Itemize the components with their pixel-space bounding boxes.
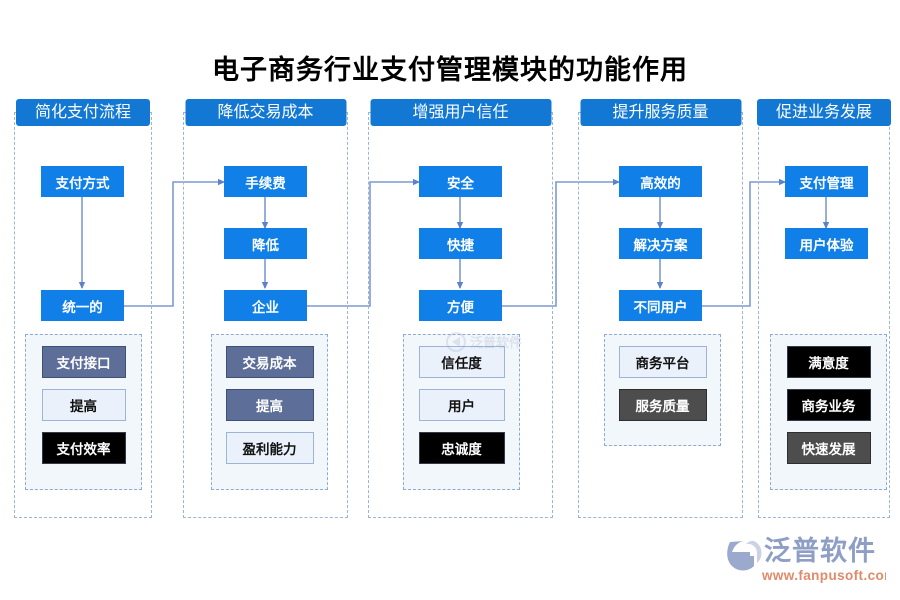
flow-box-col4-1[interactable]: 高效的 xyxy=(619,166,702,197)
tag-item[interactable]: 快速发展 xyxy=(786,432,871,464)
column-header: 促进业务发展 xyxy=(757,99,891,126)
tag-group-col3: 信任度 用户 忠诚度 xyxy=(403,334,520,490)
flow-box-col5-2[interactable]: 用户体验 xyxy=(785,228,868,259)
tag-group-col1: 支付接口 提高 支付效率 xyxy=(25,334,142,490)
flow-box-col4-3[interactable]: 不同用户 xyxy=(619,290,702,321)
tag-item[interactable]: 服务质量 xyxy=(618,389,707,421)
flow-box-col2-3[interactable]: 企业 xyxy=(224,290,307,321)
tag-item[interactable]: 提高 xyxy=(41,389,126,421)
flow-box-col1-2[interactable]: 统一的 xyxy=(41,290,124,321)
watermark-text: 泛普软件 xyxy=(470,335,522,350)
tag-group-col2: 交易成本 提高 盈利能力 xyxy=(211,334,328,490)
flow-box-col1-1[interactable]: 支付方式 xyxy=(41,166,124,197)
column-header: 提升服务质量 xyxy=(580,99,741,126)
column-reduce-transaction-cost: 降低交易成本 xyxy=(183,99,348,518)
tag-item[interactable]: 用户 xyxy=(418,389,505,421)
column-simplify-payment-flow: 简化支付流程 xyxy=(14,99,152,518)
brand-logo: 泛普软件 www.fanpusoft.com xyxy=(727,535,886,583)
logo-url: www.fanpusoft.com xyxy=(761,568,886,583)
tag-item[interactable]: 商务平台 xyxy=(618,346,707,378)
column-header: 降低交易成本 xyxy=(185,99,346,126)
column-header: 简化支付流程 xyxy=(16,99,150,126)
column-promote-business-development: 促进业务发展 xyxy=(757,99,891,518)
flow-box-col2-1[interactable]: 手续费 xyxy=(224,166,307,197)
tag-group-col5: 满意度 商务业务 快速发展 xyxy=(770,334,887,490)
tag-item[interactable]: 信任度 xyxy=(418,346,505,378)
tag-item[interactable]: 商务业务 xyxy=(786,389,871,421)
logo-swoosh-icon xyxy=(727,540,762,571)
page-title: 电子商务行业支付管理模块的功能作用 xyxy=(212,55,688,85)
flow-box-col2-2[interactable]: 降低 xyxy=(224,228,307,259)
column-header: 增强用户信任 xyxy=(370,99,551,126)
tag-item[interactable]: 提高 xyxy=(225,389,314,421)
tag-item[interactable]: 满意度 xyxy=(786,346,871,378)
flow-box-col5-1[interactable]: 支付管理 xyxy=(785,166,868,197)
tag-item[interactable]: 支付效率 xyxy=(41,432,126,464)
tag-item[interactable]: 盈利能力 xyxy=(225,432,314,464)
column-improve-service-quality: 提升服务质量 xyxy=(578,99,743,518)
tag-item[interactable]: 交易成本 xyxy=(225,346,314,378)
column-enhance-user-trust: 增强用户信任 xyxy=(368,99,553,518)
watermark-logo: 泛普软件 xyxy=(446,332,522,352)
tag-item[interactable]: 支付接口 xyxy=(41,346,126,378)
flow-box-col3-2[interactable]: 快捷 xyxy=(419,228,502,259)
flow-box-col4-2[interactable]: 解决方案 xyxy=(619,228,702,259)
logo-company-name: 泛普软件 xyxy=(764,535,876,566)
tag-item[interactable]: 忠诚度 xyxy=(418,432,505,464)
tag-group-col4: 商务平台 服务质量 xyxy=(604,334,721,446)
flow-box-col3-3[interactable]: 方便 xyxy=(419,290,502,321)
flow-box-col3-1[interactable]: 安全 xyxy=(419,166,502,197)
watermark-mark xyxy=(446,332,466,352)
